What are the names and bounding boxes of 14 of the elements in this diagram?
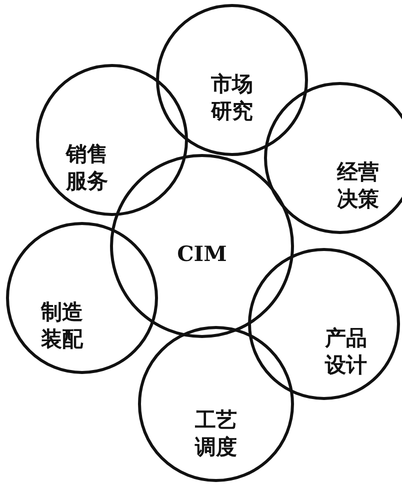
node-label: 市场研究 <box>210 70 254 124</box>
circle-node <box>138 326 294 482</box>
node-label: 经营决策 <box>336 158 380 212</box>
node-label: 产品设计 <box>324 324 368 378</box>
node-label: CIM <box>176 240 228 267</box>
node-label: 工艺调度 <box>194 406 238 460</box>
node-label: 销售服务 <box>64 140 109 194</box>
circle-node <box>36 64 188 216</box>
circle-node <box>264 82 402 234</box>
node-label: 制造装配 <box>40 298 84 352</box>
circle-node <box>6 222 158 374</box>
circle-node <box>110 154 294 338</box>
circle-node <box>248 248 400 400</box>
circle-node <box>156 4 308 156</box>
